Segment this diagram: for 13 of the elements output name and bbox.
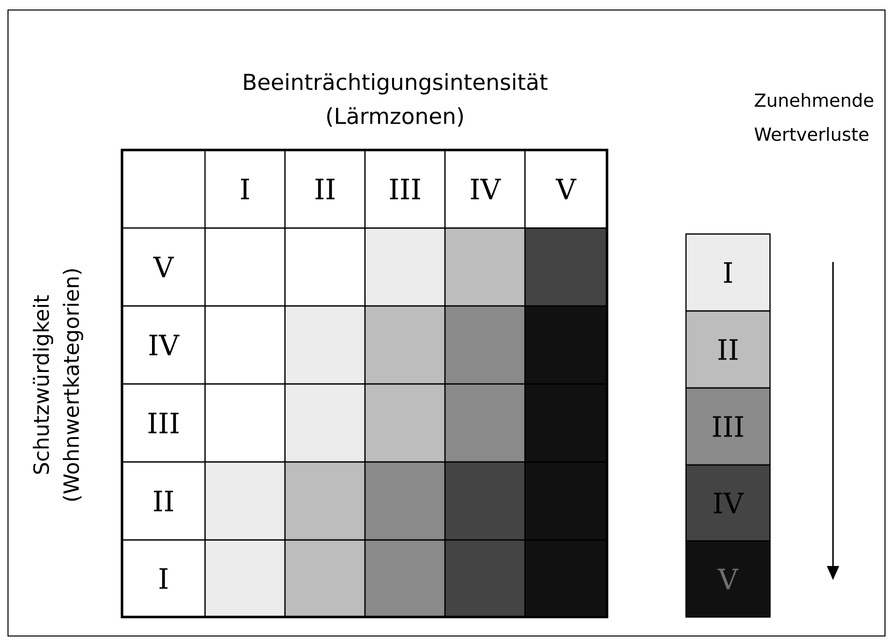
- row-header: II: [121, 461, 206, 541]
- row-header: I: [121, 539, 206, 618]
- column-header: I: [204, 149, 286, 229]
- axis-title: Schutzwürdigkeit (Wohnwertkategorien): [32, 269, 84, 501]
- row-header: IV: [121, 305, 206, 385]
- column-header: II: [284, 149, 366, 229]
- column-header: IV: [444, 149, 526, 229]
- axis-title: Beeinträchtigungsintensität (Lärmzonen): [244, 73, 548, 127]
- legend-title: Zunehmende Wertverluste: [754, 93, 874, 141]
- column-header: V: [524, 149, 608, 229]
- row-header: III: [121, 383, 206, 463]
- row-header: V: [121, 227, 206, 307]
- column-header: III: [364, 149, 446, 229]
